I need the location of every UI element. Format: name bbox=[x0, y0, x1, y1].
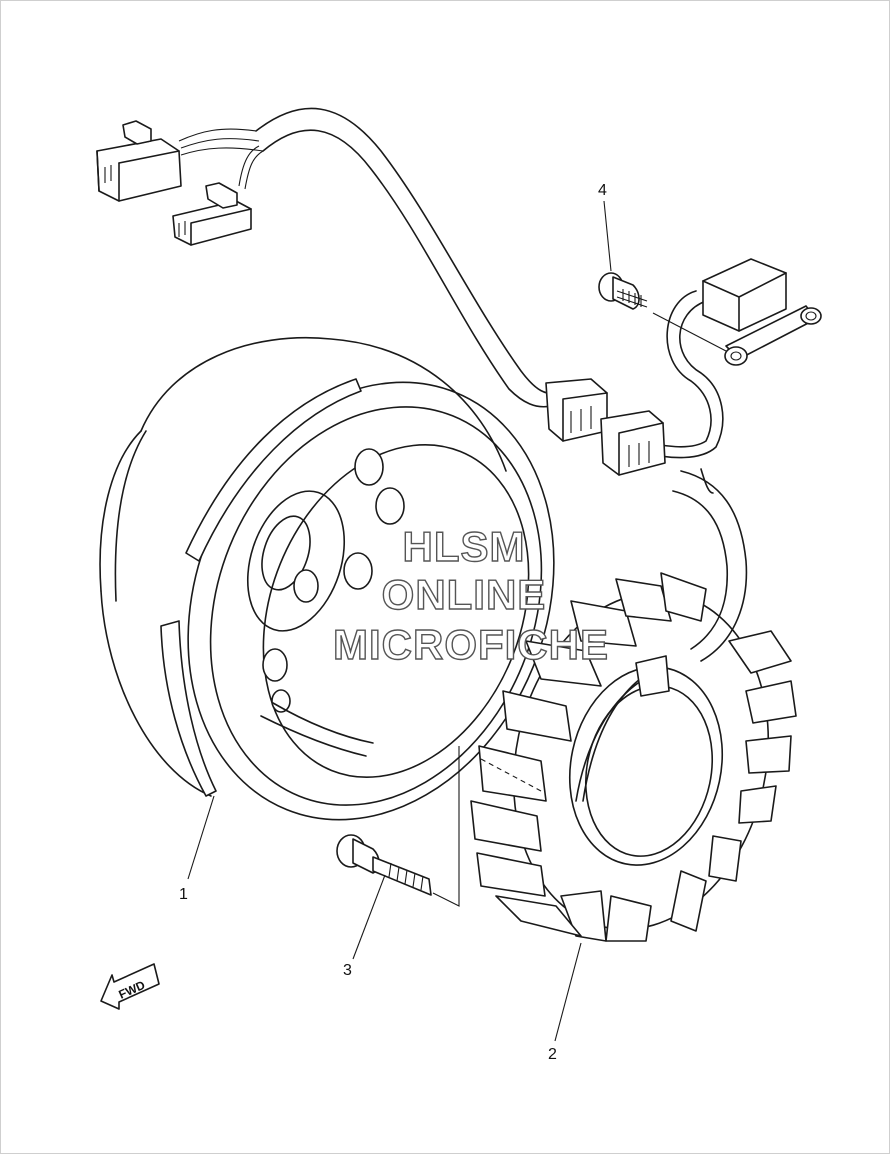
watermark: HLSM ONLINE MICROFICHE bbox=[332, 522, 609, 668]
watermark-line-3: MICROFICHE bbox=[333, 621, 609, 668]
watermark-line-2: ONLINE bbox=[382, 571, 547, 618]
fwd-arrow-icon: FWD bbox=[100, 963, 160, 1010]
watermark-line-1: HLSM bbox=[403, 523, 526, 570]
coupler-connector-large bbox=[96, 120, 182, 202]
screw-3 bbox=[336, 834, 432, 896]
harness-grommet bbox=[545, 378, 666, 476]
wiring-harness bbox=[178, 107, 748, 662]
pickup-coil bbox=[702, 258, 822, 366]
stator bbox=[470, 572, 797, 942]
coupler-connector-small bbox=[172, 182, 252, 246]
callout-2: 2 bbox=[548, 1046, 557, 1063]
callout-1: 1 bbox=[179, 886, 188, 903]
leader-lines bbox=[187, 200, 612, 1042]
screw-4 bbox=[598, 272, 727, 352]
callout-4: 4 bbox=[598, 182, 607, 199]
callout-3: 3 bbox=[343, 962, 352, 979]
flywheel-rotor bbox=[99, 336, 555, 821]
